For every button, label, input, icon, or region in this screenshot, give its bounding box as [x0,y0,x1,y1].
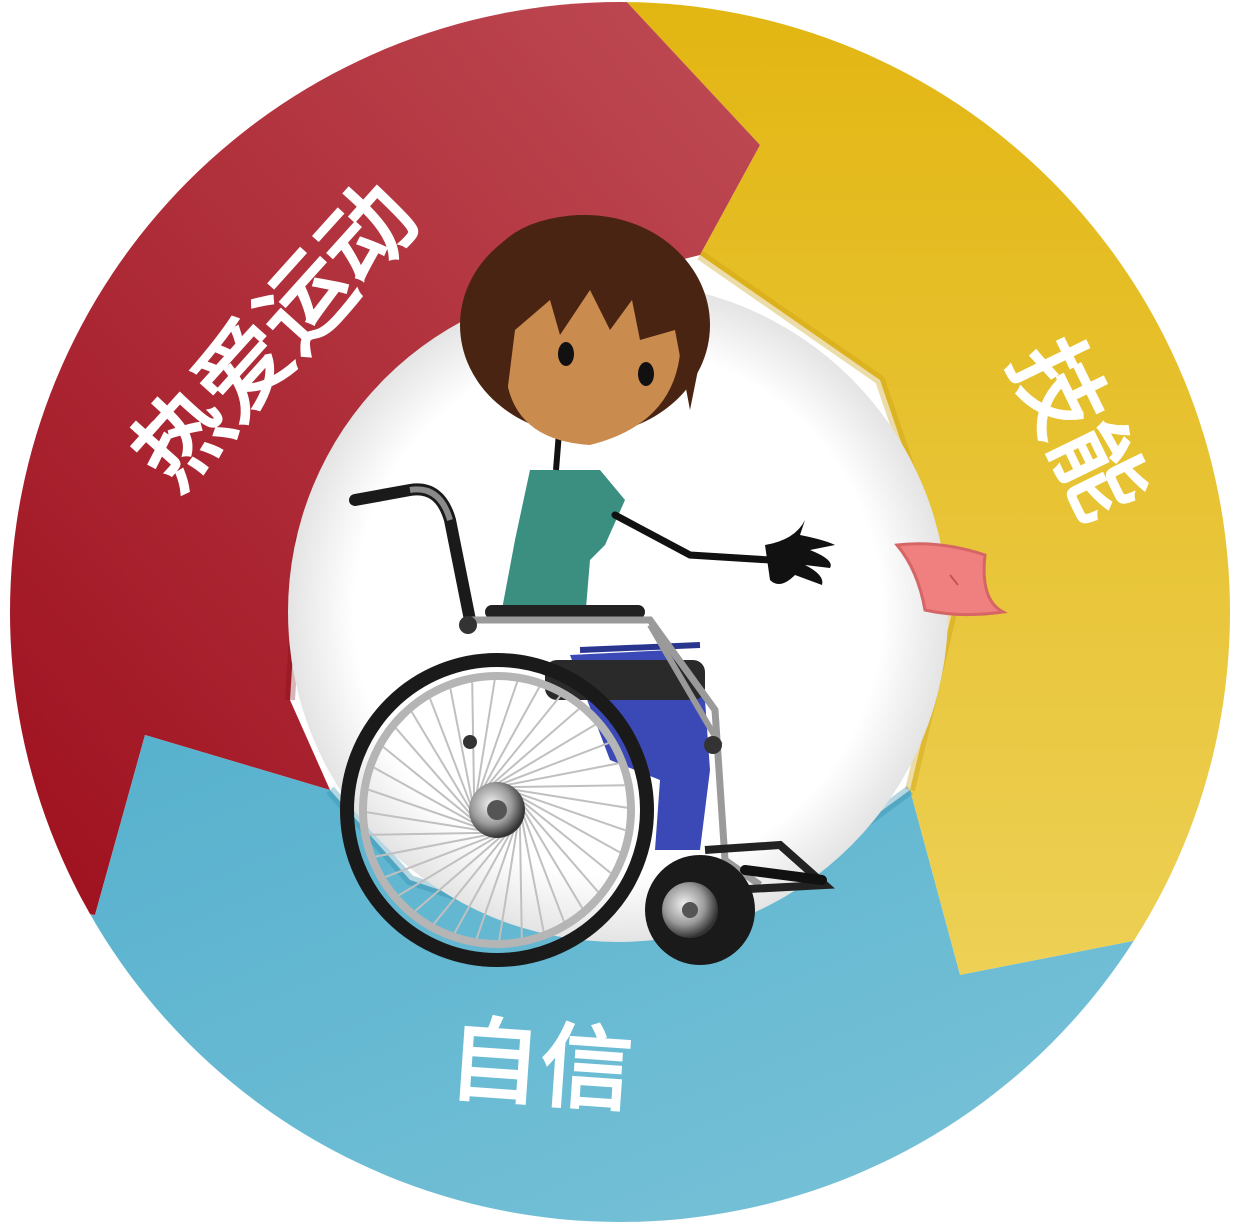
beanbag [894,542,1008,617]
wheel-main [340,653,654,967]
label-confidence: 自信 [445,1006,636,1126]
wheel-caster [645,855,755,965]
wheelchair-athlete [340,215,835,967]
